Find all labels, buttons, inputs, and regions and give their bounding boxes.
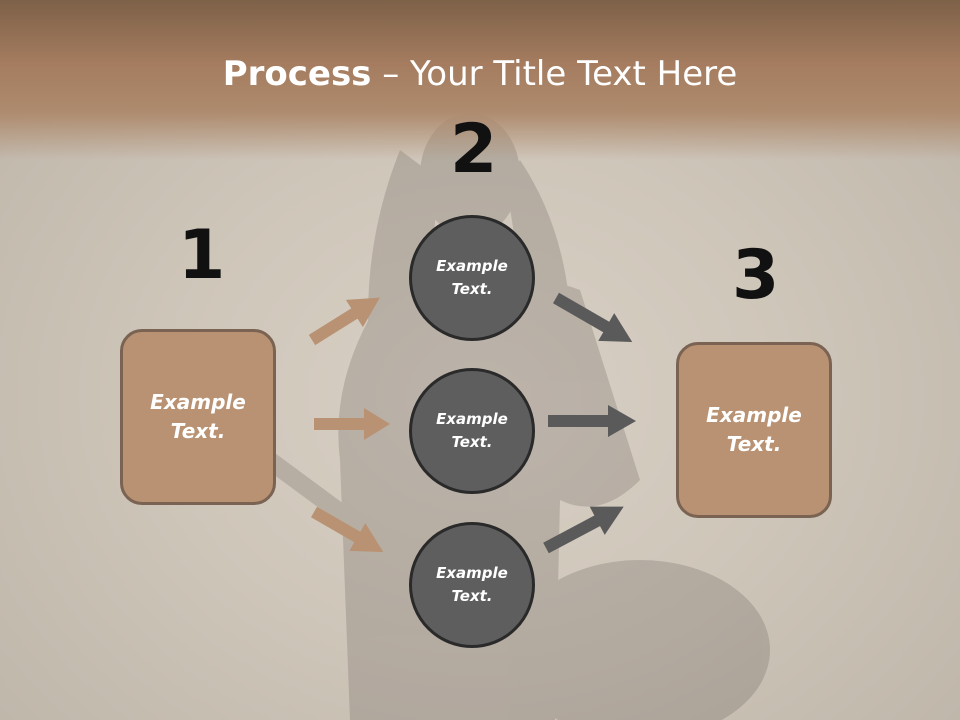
right-box-label: Example Text. — [706, 403, 802, 456]
arrow-right-up — [553, 292, 633, 342]
arrow-left-down — [311, 506, 384, 552]
circle-step-bottom[interactable]: Example Text. — [409, 522, 535, 648]
left-step-box[interactable]: Example Text. — [120, 329, 276, 505]
left-box-label: Example Text. — [150, 390, 246, 443]
arrow-right-down — [543, 506, 624, 554]
step-number-3: 3 — [732, 236, 780, 315]
arrow-right-middle — [548, 405, 636, 437]
circle-step-top[interactable]: Example Text. — [409, 215, 535, 341]
circle-step-middle[interactable]: Example Text. — [409, 368, 535, 494]
slide-title: Process – Your Title Text Here — [0, 54, 960, 94]
title-bold: Process — [222, 54, 372, 94]
step-number-2: 2 — [450, 110, 498, 189]
title-rest: – Your Title Text Here — [371, 54, 738, 94]
circle-middle-label: Example Text. — [436, 410, 508, 451]
circle-top-label: Example Text. — [436, 257, 508, 298]
arrow-left-middle — [314, 408, 390, 440]
step-number-1: 1 — [178, 216, 226, 295]
circle-bottom-label: Example Text. — [436, 564, 508, 605]
right-step-box[interactable]: Example Text. — [676, 342, 832, 518]
arrow-left-up — [308, 297, 380, 346]
header-band — [0, 0, 960, 160]
